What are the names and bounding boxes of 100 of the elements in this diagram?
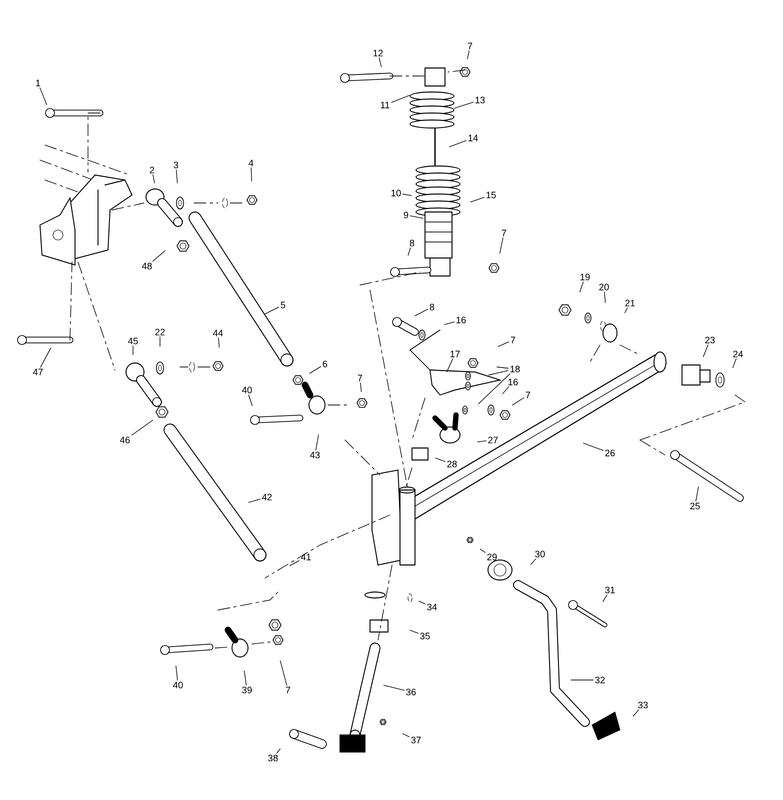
- callout-number: 37: [411, 736, 421, 744]
- callout-number: 48: [142, 262, 152, 270]
- leader-line: [512, 397, 524, 406]
- leader-line: [477, 440, 487, 442]
- leader-line: [602, 594, 608, 602]
- callout-number: 16: [508, 378, 518, 386]
- callout-number: 29: [487, 554, 497, 560]
- callout-number: 12: [374, 50, 383, 56]
- callout-number: 10: [392, 190, 401, 196]
- leader-line: [624, 308, 628, 314]
- callout-number: 47: [33, 368, 43, 376]
- callout-number: 7: [510, 336, 516, 344]
- leader-line: [176, 170, 178, 184]
- callout-number: 43: [310, 452, 320, 458]
- callout-number: 8: [430, 304, 434, 310]
- leader-line: [316, 434, 319, 450]
- leader-line: [383, 684, 405, 691]
- callout-number: 13: [476, 96, 485, 104]
- callout-number: 17: [450, 350, 460, 358]
- leader-line: [218, 337, 220, 348]
- leader-line: [498, 342, 510, 347]
- leader-line: [583, 442, 604, 451]
- leader-line: [378, 58, 382, 67]
- callout-number: 19: [580, 274, 590, 280]
- leader-line: [470, 197, 485, 202]
- callout-number: 21: [625, 300, 635, 306]
- leader-line: [444, 322, 455, 325]
- leader-line: [176, 666, 178, 680]
- callout-number: 25: [690, 502, 700, 510]
- callout-number: 36: [406, 688, 416, 696]
- leader-line: [250, 167, 252, 182]
- callout-number: 18: [510, 366, 520, 372]
- callout-number: 24: [733, 350, 743, 358]
- leader-line: [480, 548, 486, 553]
- leader-line: [410, 630, 419, 634]
- callout-number: 46: [120, 436, 130, 444]
- callout-number: 5: [280, 302, 286, 308]
- callout-number: 35: [420, 632, 430, 640]
- callout-number: 7: [286, 686, 290, 694]
- callout-number: 27: [488, 436, 498, 444]
- callout-number: 16: [456, 316, 466, 324]
- callout-number: 40: [173, 682, 183, 688]
- leader-line: [500, 237, 504, 254]
- callout-number: 7: [358, 374, 362, 382]
- callout-number: 22: [155, 328, 165, 336]
- leader-line: [248, 394, 253, 406]
- leader-line: [579, 282, 584, 292]
- leader-line: [435, 458, 446, 462]
- callout-number: 4: [248, 160, 254, 166]
- leader-line: [360, 382, 362, 392]
- callout-number: 26: [605, 450, 615, 456]
- callout-number: 30: [535, 550, 545, 558]
- leader-line: [280, 660, 288, 686]
- leader-line: [290, 560, 300, 566]
- callout-number: 1: [36, 80, 40, 86]
- leader-line: [488, 370, 509, 376]
- callout-number: 7: [526, 392, 530, 398]
- leader-line: [276, 748, 280, 754]
- callout-number: 41: [301, 554, 311, 560]
- leader-line: [454, 102, 474, 109]
- leader-line: [402, 194, 412, 196]
- leader-line: [496, 366, 509, 369]
- callout-number: 20: [599, 284, 609, 290]
- leader-line: [696, 486, 699, 502]
- callout-number: 15: [486, 192, 496, 198]
- leader-line: [732, 358, 736, 368]
- leader-line: [132, 346, 134, 355]
- leader-line: [414, 308, 428, 316]
- callout-number: 40: [242, 386, 252, 394]
- leader-line: [478, 374, 510, 404]
- leader-line: [604, 292, 606, 303]
- leader-line: [530, 558, 536, 565]
- leader-line: [244, 670, 247, 686]
- callout-number: 7: [468, 42, 472, 50]
- callout-number: 7: [502, 230, 506, 236]
- callout-number: 45: [128, 338, 138, 344]
- leader-line: [248, 498, 261, 503]
- callout-number: 2: [150, 166, 154, 174]
- callout-number: 28: [447, 460, 457, 468]
- callout-number: 38: [268, 754, 278, 762]
- leader-line: [131, 420, 154, 436]
- callout-number: 9: [404, 212, 408, 218]
- leader-line: [391, 94, 410, 103]
- leader-line: [446, 358, 454, 372]
- callout-number: 6: [322, 360, 328, 368]
- leader-line: [40, 87, 47, 105]
- leader-line: [40, 348, 52, 368]
- callout-number: 23: [705, 336, 715, 344]
- leader-line: [632, 710, 640, 716]
- leader-line: [502, 386, 509, 394]
- leader-line: [152, 250, 166, 262]
- callout-number: 39: [242, 686, 252, 694]
- callout-number: 44: [213, 330, 223, 336]
- leader-line: [467, 50, 470, 60]
- callout-number: 8: [410, 240, 414, 246]
- callout-number: 34: [427, 604, 437, 610]
- leader-line: [410, 215, 424, 219]
- callout-number: 3: [174, 162, 178, 168]
- leader-line: [703, 344, 708, 357]
- leader-line: [264, 306, 280, 314]
